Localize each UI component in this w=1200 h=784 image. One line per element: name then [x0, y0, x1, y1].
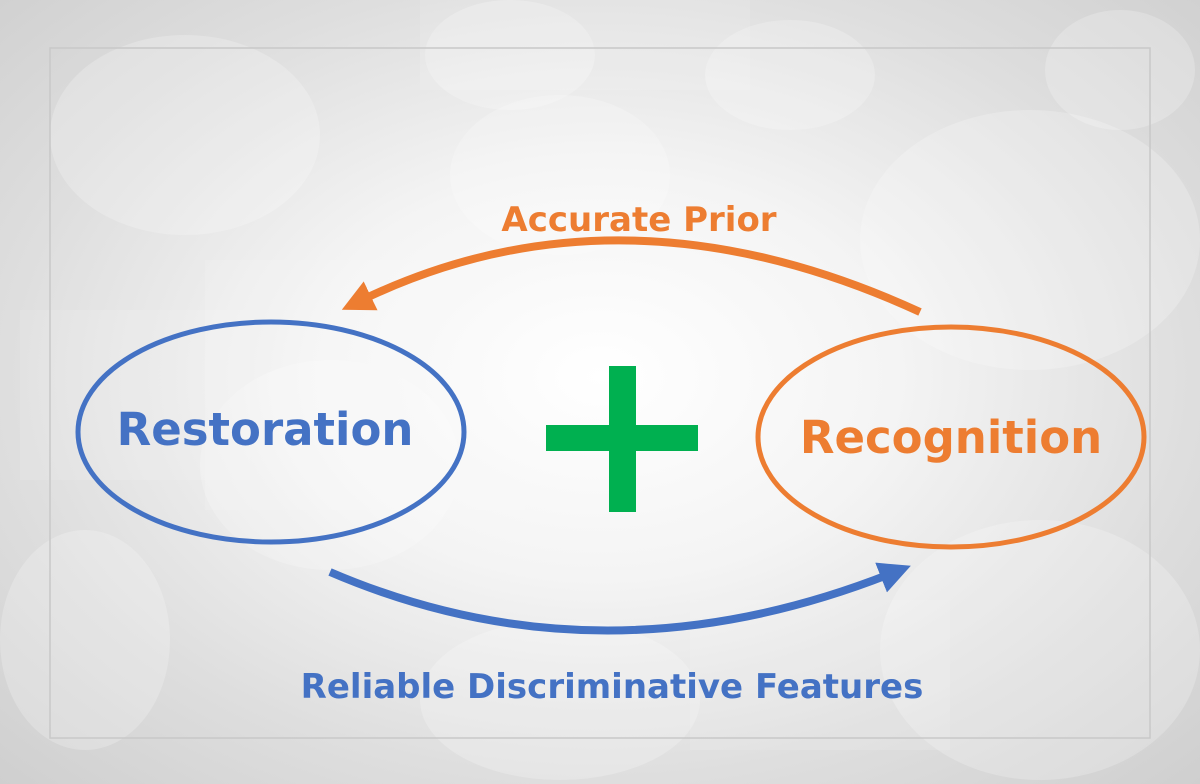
recognition-label: Recognition	[800, 411, 1102, 464]
restoration-node	[75, 319, 467, 545]
accurate-prior-label: Accurate Prior	[501, 200, 776, 240]
reliable-features-label: Reliable Discriminative Features	[301, 667, 924, 707]
reliable-features-arrow	[328, 562, 911, 635]
recognition-node	[755, 324, 1147, 550]
restoration-label: Restoration	[117, 403, 414, 456]
accurate-prior-arrow	[341, 236, 922, 316]
plus-icon	[546, 366, 698, 512]
